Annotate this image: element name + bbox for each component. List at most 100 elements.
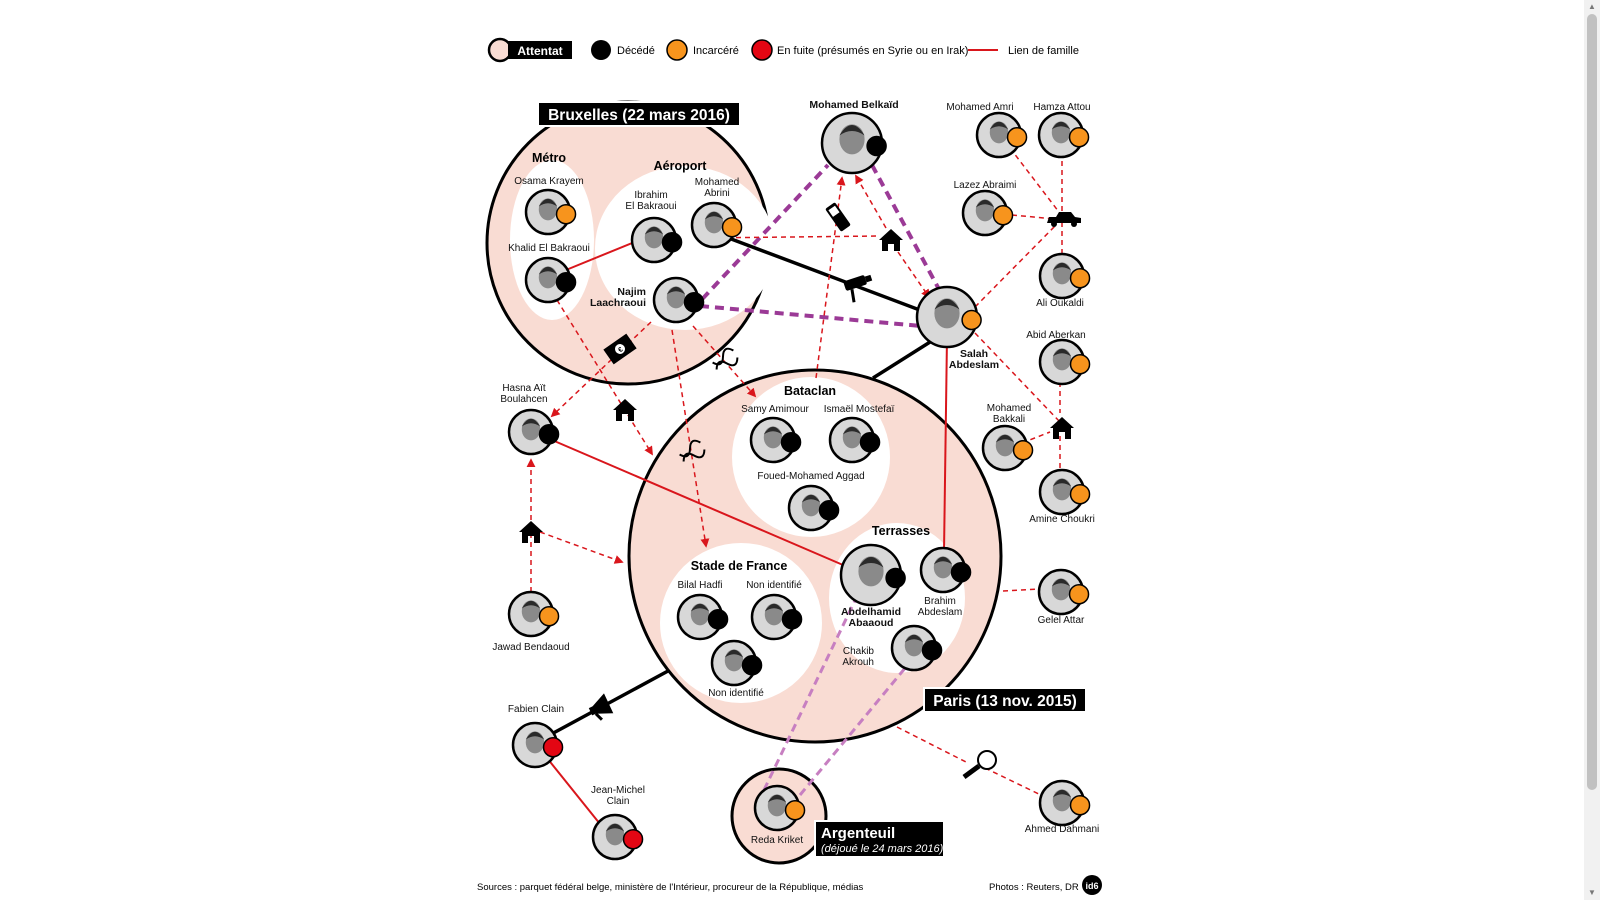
status-dot-jailed	[1069, 794, 1091, 816]
legend-deceased-swatch	[591, 40, 611, 60]
link-salah-paris	[872, 335, 939, 380]
person-name: Mohamed Belkaïd	[809, 99, 898, 111]
hair-icon	[605, 823, 625, 832]
person-name: Abdeslam	[949, 359, 999, 371]
brussels-title: Bruxelles (22 mars 2016)	[548, 107, 730, 124]
link-family-abaaoud-hasna	[551, 439, 858, 572]
person-name: Hasna Aït	[502, 383, 546, 394]
status-dot-jailed	[538, 605, 560, 627]
house-icon	[879, 229, 903, 251]
person-name: Lazez Abraimi	[954, 180, 1017, 191]
person-name: Mohamed Amri	[946, 102, 1013, 113]
legend-jailed-label: Incarcéré	[693, 45, 739, 57]
page-scrollbar[interactable]: ▲ ▼	[1584, 0, 1600, 900]
person-dahmani: Ahmed Dahmani	[1025, 779, 1099, 835]
link-amri-car	[1009, 147, 1063, 217]
link-najim-stade	[671, 329, 710, 548]
legend-attack-swatch	[487, 37, 513, 63]
hair-icon	[1052, 262, 1072, 271]
person-name: Akrouh	[842, 657, 874, 668]
hair-icon	[666, 286, 686, 295]
person-name: Jawad Bendaoud	[492, 642, 569, 653]
person-hadfi: Bilal Hadfi	[676, 580, 729, 641]
status-dot-deceased	[781, 608, 803, 630]
megaphone-icon	[588, 693, 614, 721]
status-dot-deceased	[885, 567, 906, 589]
legend-fugitive-swatch	[751, 39, 773, 61]
link-family-khalid-ibrahim	[565, 240, 638, 271]
person-name: Abdeslam	[918, 607, 962, 618]
link-najim-bataclan	[692, 325, 757, 398]
hair-icon	[538, 266, 558, 275]
hair-icon	[521, 418, 541, 427]
person-name: Ibrahim	[634, 190, 667, 201]
hair-icon	[933, 556, 953, 565]
person-khalid: Khalid El Bakraoui	[508, 243, 590, 304]
person-mostefai: Ismaël Mostefaï	[824, 404, 895, 464]
person-name: Jean-Michel	[591, 785, 645, 796]
person-name: Clain	[607, 796, 630, 807]
status-dot-jailed	[1012, 439, 1034, 461]
person-belkaid: Mohamed Belkaïd	[809, 99, 899, 175]
phone-icon	[825, 202, 851, 232]
scroll-thumb[interactable]	[1587, 14, 1597, 790]
person-name: Reda Kriket	[751, 835, 803, 846]
scroll-down-icon[interactable]: ▼	[1588, 888, 1596, 897]
car-icon	[1047, 212, 1081, 227]
link-phone-najim-belkaid	[690, 163, 830, 312]
person-name: Khalid El Bakraoui	[508, 243, 590, 254]
link-phone-belkaid-salah	[870, 164, 943, 294]
link-abrini-salah	[717, 232, 926, 314]
status-dot-jailed	[1068, 126, 1090, 148]
hair-icon	[904, 634, 924, 643]
person-attou: Hamza Attou	[1033, 102, 1091, 159]
group-airport: Aéroport	[654, 159, 708, 173]
legend-family-label: Lien de famille	[1008, 45, 1079, 57]
hair-icon	[989, 121, 1009, 130]
person-bendaoud: Jawad Bendaoud	[492, 590, 570, 653]
links	[526, 147, 1063, 825]
link-abraimi-car	[1011, 214, 1056, 220]
hair-icon	[842, 426, 862, 435]
hair-icon	[801, 494, 821, 503]
person-name: Ismaël Mostefaï	[824, 404, 895, 415]
person-fabien: Fabien Clain	[508, 704, 564, 769]
hair-icon	[525, 731, 545, 740]
footer-photos: Photos : Reuters, DR	[989, 882, 1079, 893]
hair-icon	[839, 125, 865, 136]
status-dot-jailed	[1069, 353, 1091, 375]
legend-deceased-label: Décédé	[617, 45, 655, 57]
person-name: Laachraoui	[590, 297, 646, 309]
group-bataclan: Bataclan	[784, 384, 836, 398]
dna-icon	[679, 439, 706, 462]
link-khalid-stade	[556, 299, 653, 456]
status-dot-deceased	[921, 639, 943, 661]
status-dot-jailed	[1069, 483, 1091, 505]
scroll-up-icon[interactable]: ▲	[1588, 2, 1596, 11]
person-name: Abdelhamid	[841, 606, 901, 618]
person-name: Najim	[617, 286, 646, 298]
person-name: Brahim	[924, 596, 956, 607]
link-family-fabien-jeanmichel	[546, 757, 601, 825]
person-name: Osama Krayem	[514, 176, 583, 187]
hair-icon	[975, 199, 995, 208]
person-attar: Gelel Attar	[1038, 568, 1090, 626]
person-name: Mohamed	[987, 403, 1031, 414]
status-dot-deceased	[741, 654, 763, 676]
dna-icon	[712, 347, 739, 370]
footer-logo-text: id6	[1085, 881, 1098, 891]
link-kriket-akrouh	[798, 666, 908, 796]
hair-icon	[764, 603, 784, 612]
hair-icon	[995, 434, 1015, 443]
link-salah-car	[974, 224, 1057, 308]
